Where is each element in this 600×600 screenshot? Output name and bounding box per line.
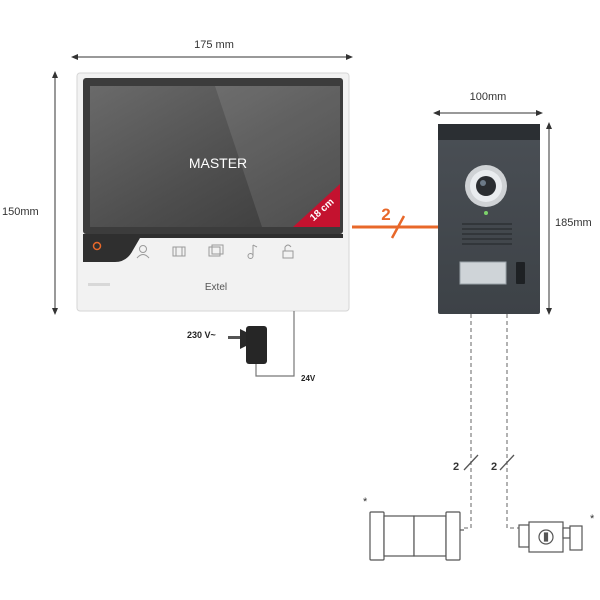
panel-gate-wire: 2 (453, 314, 479, 529)
camera-led (484, 211, 488, 215)
gate-icon[interactable] (172, 246, 186, 257)
monitor-height-label: 150mm (2, 206, 39, 218)
power-plug-pin-icon (228, 336, 240, 339)
monitor-width-label: 175 mm (194, 39, 234, 51)
name-plate (459, 261, 507, 285)
camera-lens-reflection (480, 180, 486, 186)
call-button[interactable] (516, 262, 525, 284)
mains-voltage-label: 230 V~ (187, 330, 216, 340)
monitor-panel-wire-count: 2 (381, 205, 390, 224)
power-adapter-icon (246, 326, 267, 364)
speaker-grille (88, 283, 110, 286)
electric-lock-icon (518, 521, 583, 553)
monitor-height-dimension: 150mm (2, 71, 58, 315)
panel-gate-wire-count: 2 (453, 461, 459, 473)
monitor-screen (90, 86, 340, 227)
screen-reflection (215, 86, 340, 227)
panel-lock-wire-count: 2 (491, 461, 497, 473)
lock-footnote-marker: * (590, 513, 595, 525)
unlock-icon[interactable] (282, 244, 294, 259)
monitor-bezel-lower (83, 234, 343, 262)
monitor-panel-wire: 2 (352, 205, 438, 239)
screen-size-badge (293, 184, 340, 227)
power-supply: 230 V~ 24V (187, 311, 316, 383)
doorpanel-width-label: 100mm (470, 91, 507, 103)
screen-label: MASTER (189, 155, 247, 171)
low-voltage-label: 24V (301, 374, 316, 383)
brand-logo: Extel (205, 282, 227, 293)
panel-lock-wire: 2 (491, 314, 520, 529)
monitor-width-dimension: 175 mm (71, 39, 353, 60)
gate-footnote-marker: * (363, 496, 368, 508)
panel-speaker-grille (462, 223, 512, 245)
doorpanel-height-dimension: 185mm (546, 122, 592, 315)
doorpanel-height-label: 185mm (555, 217, 592, 229)
door-panel (438, 124, 540, 314)
photo-icon[interactable] (208, 244, 224, 257)
music-note-icon[interactable] (247, 244, 258, 259)
power-indicator-icon (92, 241, 102, 251)
doorpanel-width-dimension: 100mm (433, 91, 543, 116)
door-panel-hood (438, 124, 540, 140)
camera-lens-icon (476, 176, 496, 196)
gate-opener-icon (369, 511, 464, 561)
low-voltage-cable (255, 311, 295, 377)
door-panel-body (438, 124, 540, 314)
monitor: MASTER 18 cm Extel (76, 72, 350, 312)
user-icon[interactable] (136, 245, 150, 259)
